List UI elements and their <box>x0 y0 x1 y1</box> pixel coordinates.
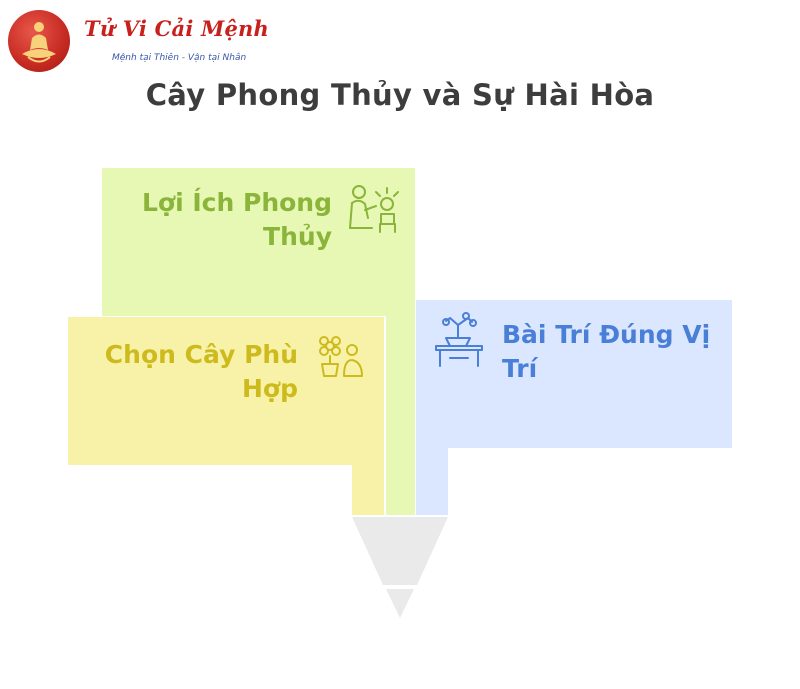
segment-benefit-panel <box>102 168 415 515</box>
brand-logo[interactable]: Tử Vi Cải Mệnh Mệnh tại Thiên - Vận tại … <box>8 8 269 72</box>
funnel-tip-piece <box>386 589 414 618</box>
page-title: Cây Phong Thủy và Sự Hài Hòa <box>145 78 655 112</box>
segment-placement-panel <box>416 300 732 515</box>
funnel-top-piece <box>352 517 448 585</box>
segment-placement-label: Bài Trí Đúng Vị Trí <box>502 320 711 383</box>
buddha-emblem-icon <box>8 10 70 72</box>
segment-benefit-label: Lợi Ích Phong Thủy <box>142 188 332 251</box>
flower-pot-person-icon <box>319 336 363 377</box>
bonsai-table-icon <box>435 312 483 367</box>
segment-choose-label: Chọn Cây Phù Hợp <box>104 340 298 403</box>
person-meditating-icon <box>349 185 399 233</box>
segment-choose-panel <box>68 317 384 515</box>
logo-title: Tử Vi Cải Mệnh <box>84 16 269 41</box>
logo-subtitle: Mệnh tại Thiên - Vận tại Nhân <box>112 53 247 63</box>
